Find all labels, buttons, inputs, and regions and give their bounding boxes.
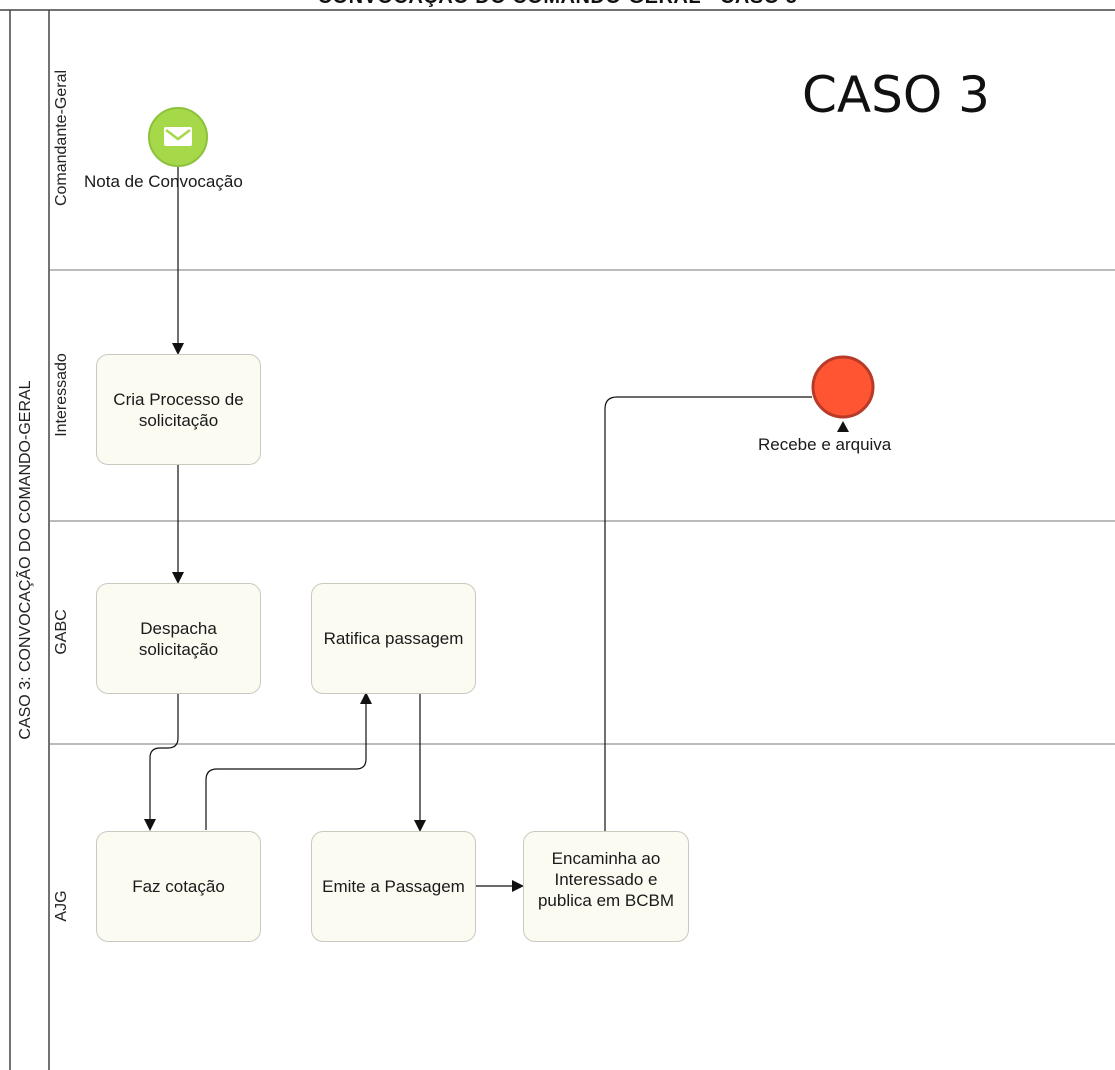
task-label: Cria Processo de solicitação bbox=[113, 389, 244, 430]
flow-encaminha-to-end bbox=[604, 396, 812, 831]
task-despacha-solicitacao[interactable]: Despacha solicitação bbox=[96, 583, 261, 694]
end-event-label: Recebe e arquiva bbox=[758, 435, 892, 454]
task-label: Faz cotação bbox=[132, 877, 225, 896]
envelope-icon bbox=[164, 127, 192, 146]
task-label: Encaminha ao Interessado e publica em BC… bbox=[537, 849, 675, 910]
lane-label-gabc: GABC bbox=[53, 609, 70, 655]
end-event bbox=[811, 355, 875, 419]
task-label: Despacha solicitação bbox=[138, 618, 219, 659]
start-event-label: Nota de Convocação bbox=[84, 172, 243, 191]
lane-label-ajg: AJG bbox=[53, 890, 70, 922]
task-label: Emite a Passagem bbox=[322, 877, 465, 896]
page-title: CONVOCAÇÃO DO COMANDO-GERAL - CASO 3 bbox=[0, 0, 1115, 9]
pool-label: CASO 3: CONVOCAÇÃO DO COMANDO-GERAL bbox=[17, 380, 34, 740]
lane-label-comandante: Comandante-Geral bbox=[53, 69, 70, 207]
task-cria-processo[interactable]: Cria Processo de solicitação bbox=[96, 354, 261, 465]
task-faz-cotacao[interactable]: Faz cotação bbox=[96, 831, 261, 942]
end-event-marker bbox=[837, 421, 849, 432]
flow-despacha-to-cotacao bbox=[144, 693, 179, 831]
task-ratifica-passagem[interactable]: Ratifica passagem bbox=[311, 583, 476, 694]
task-encaminha-interessado[interactable]: Encaminha ao Interessado e publica em BC… bbox=[523, 831, 689, 942]
flow-cotacao-to-ratifica bbox=[205, 692, 372, 830]
lane-label-interessado: Interessado bbox=[53, 353, 70, 437]
task-emite-passagem[interactable]: Emite a Passagem bbox=[311, 831, 476, 942]
case-label: CASO 3 bbox=[802, 66, 990, 124]
task-label: Ratifica passagem bbox=[323, 629, 464, 648]
